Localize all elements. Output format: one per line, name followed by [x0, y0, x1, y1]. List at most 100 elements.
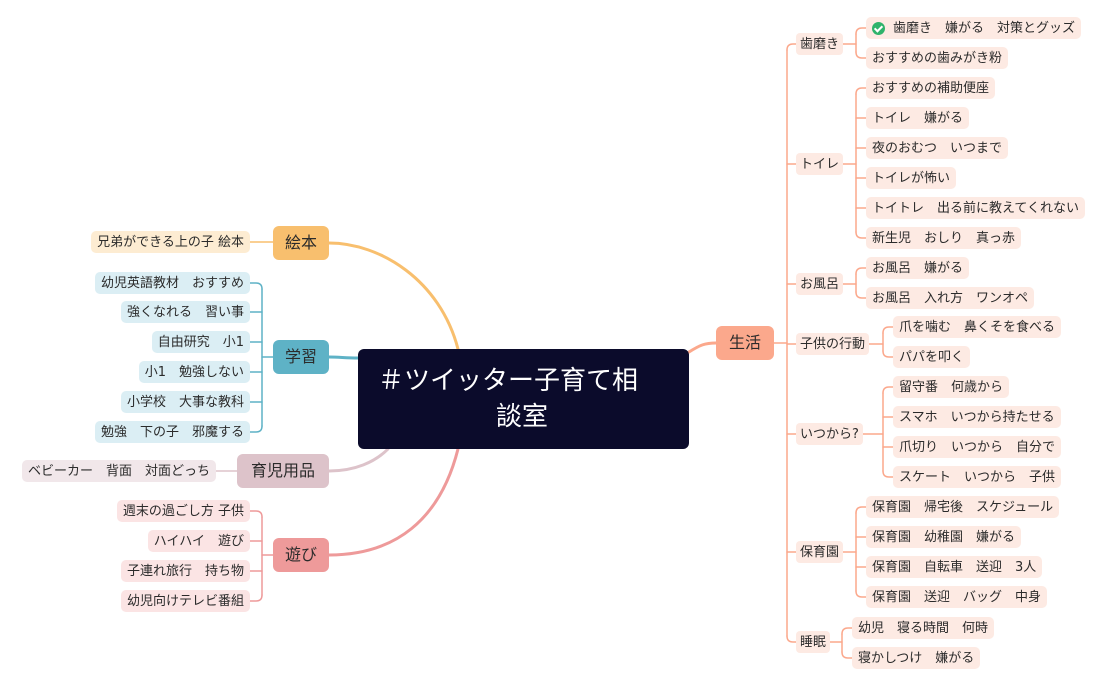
- asobi-item[interactable]: 子連れ旅行 持ち物: [120, 560, 250, 582]
- asobi-item[interactable]: ハイハイ 遊び: [147, 530, 250, 552]
- gakushu-item[interactable]: 小1 勉強しない: [138, 361, 250, 383]
- group-3-item[interactable]: 爪を噛む 鼻くそを食べる: [893, 316, 1062, 338]
- group-0[interactable]: 歯磨き: [796, 33, 844, 55]
- group-5-item[interactable]: 保育園 幼稚園 嫌がる: [866, 526, 1022, 548]
- group-5-item[interactable]: 保育園 帰宅後 スケジュール: [866, 496, 1060, 518]
- branch-asobi[interactable]: 遊び: [273, 538, 329, 572]
- asobi-item[interactable]: 週末の過ごし方 子供: [116, 500, 250, 522]
- group-3-item-label: パパを叩く: [899, 349, 965, 365]
- seikatsu-leaf-line: [841, 627, 853, 635]
- seikatsu-leaf-line: [882, 386, 894, 394]
- gakushu-branch-line: [327, 355, 360, 360]
- group-5-item[interactable]: 保育園 自転車 送迎 3人: [866, 556, 1043, 578]
- seikatsu-leaf-line: [855, 506, 867, 514]
- group-6-label: 睡眠: [800, 634, 827, 650]
- gakushu-item-label: 勉強 下の子 邪魔する: [100, 424, 244, 440]
- group-4-item-label: 留守番 何歳から: [899, 379, 1004, 395]
- group-1-item-label: トイレ 嫌がる: [872, 110, 964, 126]
- ehon-item-label: 兄弟ができる上の子 絵本: [97, 234, 244, 250]
- group-6-item-label: 幼児 寝る時間 何時: [858, 620, 989, 636]
- ikuji-item-label: ベビーカー 背面 対面どっち: [27, 463, 210, 479]
- branch-ikuji[interactable]: 育児用品: [237, 454, 329, 488]
- group-1-item[interactable]: トイレが怖い: [866, 167, 957, 189]
- ehon-branch-line: [327, 241, 460, 351]
- group-4-item-label: スマホ いつから持たせる: [899, 409, 1055, 425]
- seikatsu-leaf-line: [855, 87, 867, 95]
- group-0-item-label: おすすめの歯みがき粉: [872, 50, 1003, 66]
- group-1-item[interactable]: おすすめの補助便座: [866, 77, 996, 99]
- group-4-item[interactable]: 爪切り いつから 自分で: [893, 436, 1062, 458]
- seikatsu-leaf-line: [882, 350, 894, 358]
- branch-asobi-label: 遊び: [285, 545, 318, 564]
- group-5-item-label: 保育園 送迎 バッグ 中身: [872, 589, 1042, 605]
- ikuji-item[interactable]: ベビーカー 背面 対面どっち: [21, 460, 216, 482]
- group-4-item[interactable]: スケート いつから 子供: [893, 466, 1062, 488]
- group-3-label: 子供の行動: [800, 336, 866, 352]
- seikatsu-leaf-line: [855, 231, 867, 239]
- gakushu-item[interactable]: 強くなれる 習い事: [120, 301, 250, 323]
- asobi-item-label: 子連れ旅行 持ち物: [126, 563, 244, 579]
- gakushu-item[interactable]: 幼児英語教材 おすすめ: [94, 272, 250, 294]
- group-0-item[interactable]: おすすめの歯みがき粉: [866, 47, 1009, 69]
- group-5[interactable]: 保育園: [796, 541, 844, 563]
- group-6[interactable]: 睡眠: [796, 631, 831, 653]
- seikatsu-leaf-line: [855, 590, 867, 598]
- ikuji-branch-line: [327, 447, 390, 473]
- central-topic-line-2: 談室: [496, 402, 549, 432]
- central-topic[interactable]: ＃ツイッター子育て相 談室: [358, 349, 689, 449]
- seikatsu-leaf-line: [855, 51, 867, 59]
- group-5-item[interactable]: 保育園 送迎 バッグ 中身: [866, 586, 1048, 608]
- branch-seikatsu[interactable]: 生活: [716, 326, 774, 360]
- group-5-item-label: 保育園 帰宅後 スケジュール: [872, 499, 1054, 515]
- branch-ehon-label: 絵本: [285, 233, 318, 252]
- ehon-item[interactable]: 兄弟ができる上の子 絵本: [91, 231, 250, 253]
- gakushu-item-label: 小1 勉強しない: [144, 364, 244, 380]
- asobi-item-label: 週末の過ごし方 子供: [122, 503, 244, 519]
- group-1[interactable]: トイレ: [796, 153, 844, 175]
- branch-ehon[interactable]: 絵本: [273, 226, 329, 260]
- gakushu-item-label: 小学校 大事な教科: [126, 394, 244, 410]
- group-2-item-label: お風呂 入れ方 ワンオペ: [872, 290, 1029, 306]
- group-1-item[interactable]: 夜のおむつ いつまで: [866, 137, 1009, 159]
- group-2[interactable]: お風呂: [796, 273, 844, 295]
- group-1-item-label: おすすめの補助便座: [872, 80, 990, 96]
- branch-ikuji-label: 育児用品: [250, 461, 315, 480]
- gakushu-item-label: 幼児英語教材 おすすめ: [100, 275, 244, 291]
- group-1-item[interactable]: トイトレ 出る前に教えてくれない: [866, 197, 1085, 219]
- gakushu-item[interactable]: 小学校 大事な教科: [120, 391, 250, 413]
- group-3-item[interactable]: パパを叩く: [893, 346, 971, 368]
- group-2-item[interactable]: お風呂 入れ方 ワンオペ: [866, 287, 1035, 309]
- group-4[interactable]: いつから?: [796, 423, 863, 445]
- seikatsu-leaf-line: [882, 326, 894, 334]
- seikatsu-leaf-line: [855, 267, 867, 275]
- group-4-item[interactable]: スマホ いつから持たせる: [893, 406, 1061, 428]
- branch-gakushu[interactable]: 学習: [273, 340, 329, 374]
- check-circle-icon: [872, 21, 885, 35]
- group-1-label: トイレ: [800, 156, 840, 172]
- seikatsu-leaf-line: [882, 470, 894, 478]
- gakushu-item[interactable]: 自由研究 小1: [151, 331, 250, 353]
- branch-seikatsu-label: 生活: [728, 333, 761, 352]
- group-1-item-label: 夜のおむつ いつまで: [872, 140, 1003, 156]
- group-1-item[interactable]: トイレ 嫌がる: [866, 107, 970, 129]
- group-5-label: 保育園: [800, 544, 840, 560]
- group-6-item[interactable]: 幼児 寝る時間 何時: [852, 617, 995, 639]
- group-3[interactable]: 子供の行動: [796, 333, 870, 355]
- asobi-item-label: ハイハイ 遊び: [153, 533, 244, 549]
- group-5-item-label: 保育園 幼稚園 嫌がる: [872, 529, 1016, 545]
- group-2-item[interactable]: お風呂 嫌がる: [866, 257, 970, 279]
- gakushu-leaf-line: [249, 282, 263, 290]
- seikatsu-group-line: [786, 43, 797, 51]
- group-4-item[interactable]: 留守番 何歳から: [893, 376, 1010, 398]
- group-6-item[interactable]: 寝かしつけ 嫌がる: [852, 647, 981, 669]
- group-0-item[interactable]: 歯磨き 嫌がる 対策とグッズ: [866, 17, 1082, 39]
- asobi-item-label: 幼児向けテレビ番組: [126, 593, 244, 609]
- gakushu-item[interactable]: 勉強 下の子 邪魔する: [94, 421, 250, 443]
- central-topic-line-1: ＃ツイッター子育て相: [378, 366, 639, 396]
- asobi-item[interactable]: 幼児向けテレビ番組: [120, 590, 250, 612]
- seikatsu-leaf-line: [855, 27, 867, 35]
- seikatsu-group-line: [786, 635, 797, 643]
- group-1-item[interactable]: 新生児 おしり 真っ赤: [866, 227, 1022, 249]
- group-3-item-label: 爪を噛む 鼻くそを食べる: [899, 319, 1056, 335]
